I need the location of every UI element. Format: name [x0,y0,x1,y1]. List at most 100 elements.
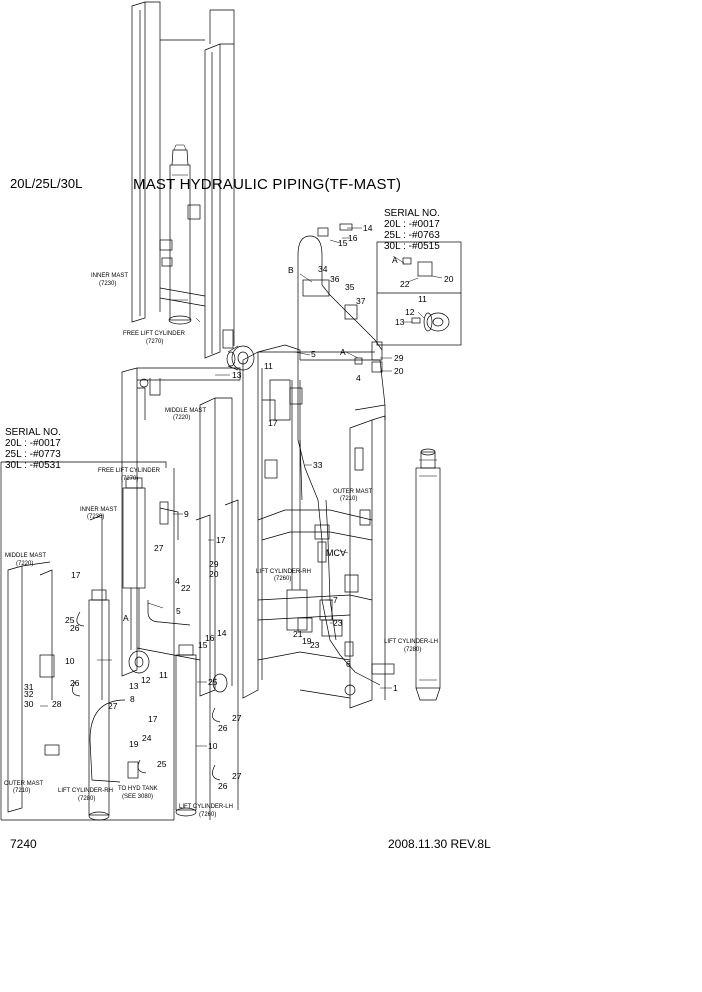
callout: 21 [293,629,303,639]
label-outer-mast-code: (7210) [340,496,357,502]
callout: 12 [141,675,151,685]
callout: A [392,255,398,265]
callout: 27 [108,701,118,711]
callout: 17 [148,714,158,724]
callout: 17 [268,418,278,428]
callout: 17 [216,535,226,545]
callout: 19 [302,636,312,646]
callout: 27 [232,771,242,781]
callout: 8 [130,694,135,704]
callouts-left-inset: 9 17 27 29 20 4 22 17 25 26 A 5 16 14 10… [24,509,242,791]
label-middle-mast-code: (7220) [16,561,33,567]
label-free-lift-cylinder: FREE LIFT CYLINDER [123,331,186,337]
callout: 20 [394,366,404,376]
callout: 4 [175,576,180,586]
callout: 19 [129,739,139,749]
label-inner-mast: INNER MAST [91,273,128,279]
label-mcv: MCV [326,548,346,558]
lift-cylinder-lh-drawing [415,448,441,701]
callout: 13 [129,681,139,691]
callout: 34 [318,264,328,274]
callout: 27 [232,713,242,723]
callout: 37 [356,296,366,306]
label-lift-cylinder-rh: LIFT CYLINDER-RH [256,569,311,575]
callout: 24 [142,733,152,743]
callout: 36 [330,274,340,284]
serial-line: 20L : -#0017 [5,438,61,449]
leader-lines [40,227,443,747]
serial-line: 25L : -#0763 [384,230,440,241]
callout: 23 [310,640,320,650]
label-lift-cylinder-lh: LIFT CYLINDER-LH [384,639,438,645]
label-hyd-tank: TO HYD TANK [118,786,158,792]
callout: 27 [154,543,164,553]
callout: 15 [338,238,348,248]
callout: 13 [395,317,405,327]
callout: 10 [65,656,75,666]
callout: 15 [198,640,208,650]
label-inner-mast-code: (7230) [87,514,104,520]
revision-date: 2008.11.30 REV.8L [388,837,491,851]
label-outer-mast-code: (7210) [13,788,30,794]
callout: 6 [346,659,351,669]
page-number: 7240 [10,837,37,851]
serial-line: 25L : -#0773 [5,449,61,460]
inner-mast-top-drawing [131,1,235,359]
callout: 23 [333,618,343,628]
callout: A [123,613,129,623]
serial-number-top: SERIAL NO. 20L : -#0017 25L : -#0763 30L… [384,208,440,252]
callout: 10 [208,741,218,751]
callout: 33 [313,460,323,470]
serial-line: 30L : -#0531 [5,460,61,471]
callout: 17 [71,570,81,580]
callout: 25 [65,615,75,625]
callout: 13 [232,370,242,380]
callout: 14 [217,628,227,638]
callout: 26 [70,678,80,688]
callout: 7 [333,595,338,605]
callout: 26 [218,723,228,733]
callout: 12 [405,307,415,317]
label-lift-cylinder-rh-code: (7260) [274,576,291,582]
callout: A [340,347,346,357]
model-label: 20L/25L/30L [10,176,83,191]
label-inner-mast-code: (7230) [99,281,116,287]
serial-line: 20L : -#0017 [384,219,440,230]
component-labels: INNER MAST (7230) FREE LIFT CYLINDER (72… [4,273,438,818]
callout: 4 [356,373,361,383]
callout: 29 [394,353,404,363]
main-assembly-drawing [121,223,395,709]
callout: 11 [418,294,427,304]
callout: 5 [311,349,316,359]
callout: 5 [176,606,181,616]
label-free-lift-cylinder-code: (7270) [146,339,163,345]
page-title: MAST HYDRAULIC PIPING(TF-MAST) [133,176,402,193]
label-middle-mast: MIDDLE MAST [5,553,46,559]
callout: 30 [24,699,34,709]
serial-number-left: SERIAL NO. 20L : -#0017 25L : -#0773 30L… [5,427,61,471]
callout: B [288,265,294,275]
callouts-main: 14 16 15 34 36 35 37 B 5 A 29 4 20 13 11… [232,223,404,693]
callout: 26 [218,781,228,791]
label-middle-mast-code: (7220) [173,415,190,421]
callout: 25 [157,759,167,769]
label-lift-cylinder-lh-code: (7280) [404,647,421,653]
callout: 29 [209,559,219,569]
label-outer-mast: OUTER MAST [4,781,44,787]
callout: 14 [363,223,373,233]
label-inner-mast: INNER MAST [80,507,117,513]
callout: 35 [345,282,355,292]
callout: 28 [52,699,62,709]
serial-heading: SERIAL NO. [384,208,440,219]
callout: 31 [24,682,34,692]
serial-heading: SERIAL NO. [5,427,61,438]
callout: 22 [400,279,410,289]
callouts-top-inset: A 22 20 11 12 13 [392,255,454,327]
label-lift-cylinder-lh-code: (7260) [199,812,216,818]
serial-line: 30L : -#0515 [384,241,440,252]
label-hyd-tank-ref: (SEE 3080) [122,794,153,800]
callout: 11 [159,670,168,680]
label-lift-cylinder-rh-code: (7280) [78,796,95,802]
label-lift-cylinder-lh: LIFT CYLINDER-LH [179,804,233,810]
